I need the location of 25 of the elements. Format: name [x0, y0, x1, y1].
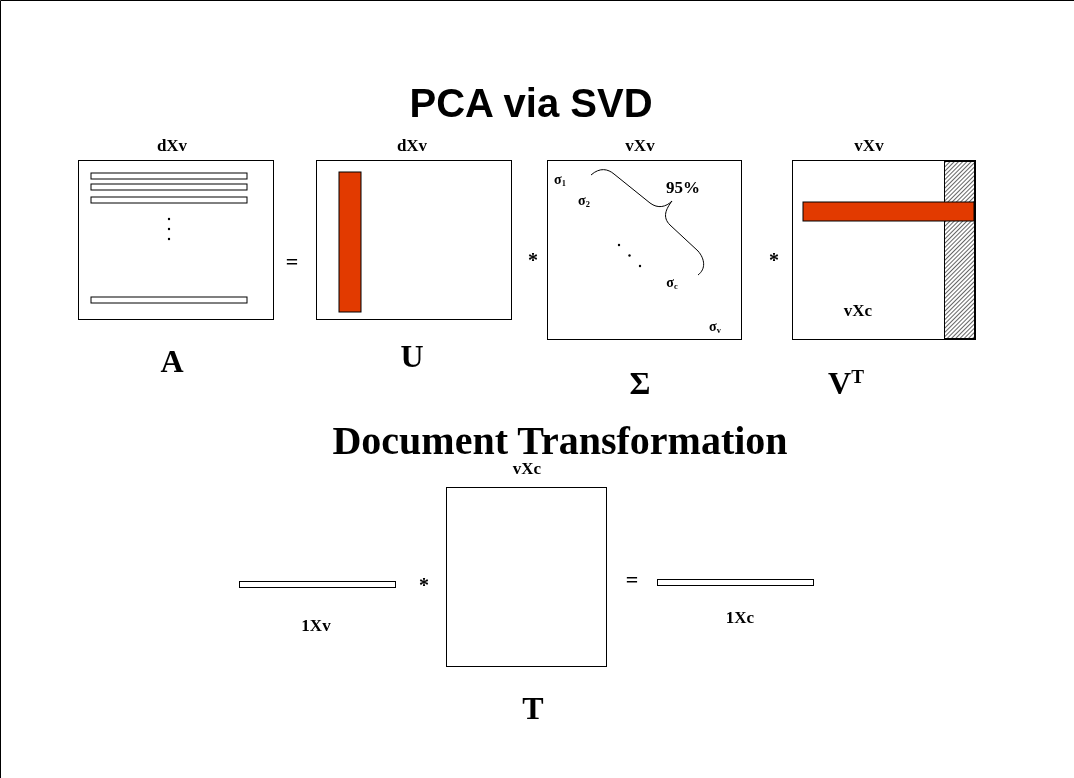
- dimension-label: dXv: [156, 136, 188, 154]
- dimension-label: vXv: [854, 136, 884, 154]
- dimension-label: dXv: [396, 136, 428, 154]
- multiply-sign: *: [528, 250, 538, 270]
- dimension-label: vXv: [625, 136, 655, 154]
- title: PCA via SVD: [409, 83, 653, 123]
- matrix-name: Σ: [629, 367, 651, 399]
- section-heading: Document Transformation: [332, 421, 788, 461]
- multiply-sign: *: [419, 575, 429, 595]
- dimension-label: 1Xc: [725, 608, 755, 626]
- dimension-label: 1Xv: [301, 616, 331, 634]
- matrix-name: U: [400, 340, 424, 372]
- matrix-name: V$^{T}$: [828, 366, 864, 400]
- singular-value: σ$_{v}$: [709, 320, 721, 336]
- multiply-sign: *: [769, 250, 779, 270]
- singular-value: σ$_{2}$: [578, 194, 590, 210]
- singular-value: σ$_{c}$: [666, 276, 678, 292]
- percentage-label: 95%: [666, 178, 700, 196]
- matrix-name: A: [160, 345, 184, 377]
- equals-sign: =: [285, 251, 299, 273]
- matrix-name: T: [522, 692, 544, 724]
- dimension-label: vXc: [843, 301, 873, 319]
- dimension-label: vXc: [512, 459, 542, 477]
- equals-sign: =: [625, 569, 639, 591]
- singular-value: σ$_{1}$: [554, 173, 566, 189]
